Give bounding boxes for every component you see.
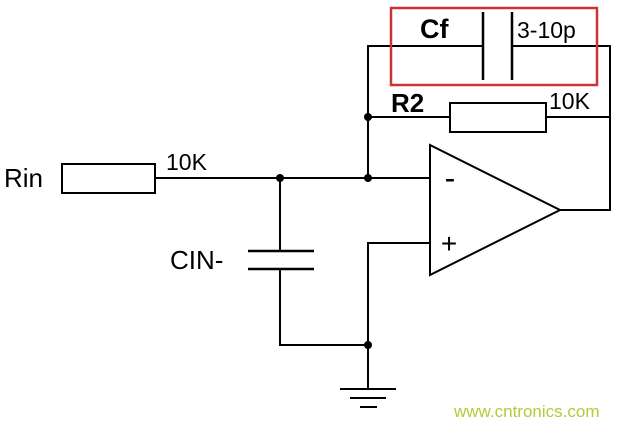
opamp-triangle (429, 143, 563, 277)
resistor-r2 (449, 102, 547, 133)
cf-label: Cf (420, 14, 449, 44)
junction-dot (364, 174, 372, 182)
cf-value: 3-10p (517, 17, 576, 43)
junction-dot (364, 341, 372, 349)
opamp-inverting-input-sign: - (445, 160, 456, 196)
rin-value: 10K (166, 149, 208, 175)
opamp-noninverting-input-sign: + (441, 228, 457, 259)
cin-label: CIN- (170, 245, 223, 275)
junction-dot (364, 113, 372, 121)
r2-label: R2 (391, 88, 424, 118)
rin-label: Rin (4, 163, 43, 193)
ground-symbol (340, 388, 396, 408)
resistor-rin (61, 163, 156, 194)
cf-highlight-box (389, 6, 599, 87)
r2-value: 10K (549, 88, 591, 114)
junction-dot (276, 174, 284, 182)
watermark-text: www.cntronics.com (453, 402, 599, 421)
